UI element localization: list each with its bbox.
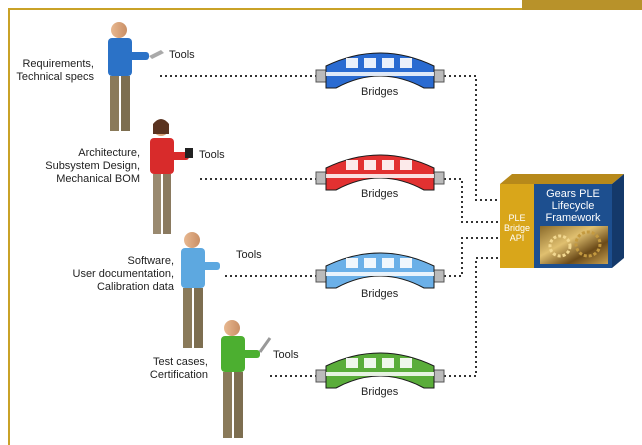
api-link-sw — [444, 237, 500, 277]
bridge-req — [315, 52, 445, 89]
bridges-label-test: Bridges — [361, 386, 399, 398]
tool-connectors — [160, 75, 316, 377]
bridge-sw — [315, 252, 445, 289]
api-label: PLE Bridge API — [503, 213, 530, 243]
tools-label-test: Tools — [273, 349, 299, 361]
api-link-test — [444, 257, 500, 377]
person-architecture — [150, 119, 193, 234]
framework-title: Gears PLE Lifecycle Framework — [545, 188, 601, 224]
tools-label-sw: Tools — [236, 249, 262, 261]
person-requirements — [108, 22, 164, 131]
corner-accent-bar — [522, 0, 642, 10]
api-panel — [500, 184, 534, 268]
bridge-test — [315, 352, 445, 389]
bridges — [315, 52, 445, 389]
api-link-req — [444, 75, 500, 201]
bridges-label-sw: Bridges — [361, 288, 399, 300]
diagram-frame — [8, 8, 642, 445]
bridges-label-req: Bridges — [361, 86, 399, 98]
roles-test: Test cases, Certification — [149, 356, 208, 381]
person-test — [221, 320, 272, 438]
person-software — [181, 232, 220, 348]
api-link-arch — [444, 178, 500, 223]
tools-label-req: Tools — [169, 49, 195, 61]
tools-label-arch: Tools — [199, 149, 225, 161]
api-connectors — [444, 75, 500, 377]
ple-framework-box — [500, 174, 624, 268]
roles-software: Software, User documentation, Calibratio… — [72, 255, 175, 293]
roles-architecture: Architecture, Subsystem Design, Mechanic… — [45, 147, 140, 185]
bridges-label-arch: Bridges — [361, 188, 399, 200]
bridge-arch — [315, 154, 445, 191]
roles-requirements: Requirements, Technical specs — [16, 58, 94, 83]
